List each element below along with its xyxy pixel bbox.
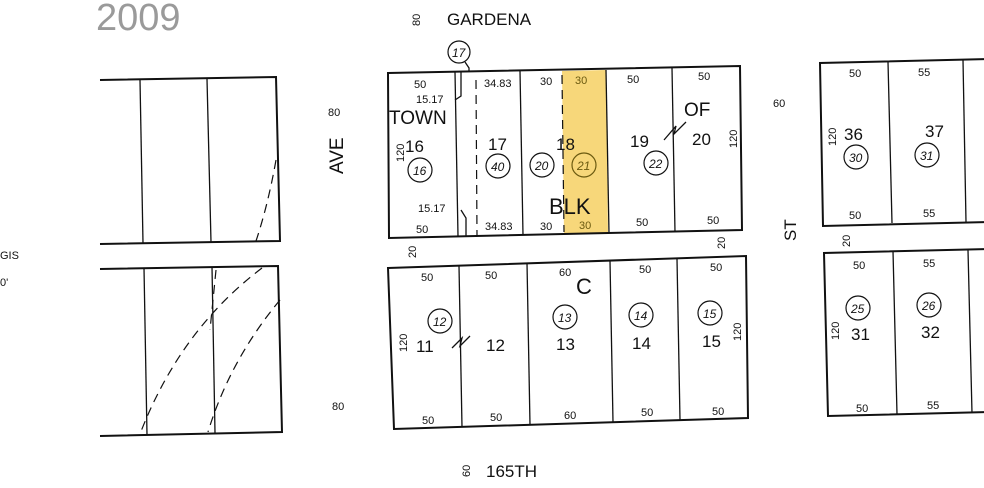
highlighted-parcel-21[interactable] bbox=[562, 70, 608, 234]
width-south: 60 bbox=[461, 465, 473, 477]
lot-number: 13 bbox=[556, 335, 575, 354]
parcel-number: 15 bbox=[703, 307, 717, 321]
right-block-top: 50 50 120 36 30 55 55 37 31 bbox=[818, 58, 984, 228]
lot-number: 19 bbox=[630, 132, 649, 151]
dim-bottom: 50 bbox=[712, 406, 724, 418]
parcel-number: 22 bbox=[648, 157, 663, 171]
dim-bottom: 50 bbox=[416, 224, 428, 236]
parcel-number: 16 bbox=[413, 164, 427, 178]
dim-top: 55 bbox=[923, 258, 935, 270]
lot-number: 18 bbox=[556, 135, 575, 154]
lot-number: 32 bbox=[921, 323, 940, 342]
tract-c: C bbox=[576, 274, 592, 299]
alley-width-right: 20 bbox=[841, 235, 853, 247]
tract-blk: BLK bbox=[549, 194, 591, 219]
parcel-number: 14 bbox=[634, 309, 648, 323]
dim-top: 50 bbox=[485, 270, 497, 282]
lot-number: 16 bbox=[405, 137, 424, 156]
dim-top: 50 bbox=[698, 71, 710, 83]
dim-top: 55 bbox=[918, 67, 930, 79]
parcel-number: 40 bbox=[491, 160, 505, 174]
callout-parcel: 17 bbox=[452, 46, 467, 60]
dim-top: 50 bbox=[639, 264, 651, 276]
lot-number: 11 bbox=[416, 337, 434, 356]
dim-offset: 15.17 bbox=[418, 203, 446, 215]
dim-top: 50 bbox=[414, 79, 426, 91]
parcel-number: 20 bbox=[534, 159, 549, 173]
dim-top: 30 bbox=[575, 75, 587, 87]
dim-bottom: 50 bbox=[856, 403, 868, 415]
dim-depth: 120 bbox=[830, 322, 842, 340]
dim-bottom: 50 bbox=[490, 412, 502, 424]
gis-label: GIS bbox=[0, 250, 19, 262]
dim-top: 50 bbox=[627, 74, 639, 86]
lot-number: 37 bbox=[925, 122, 944, 141]
parcel-number: 12 bbox=[433, 315, 447, 329]
callout-circle bbox=[447, 40, 471, 64]
parcel-number: 25 bbox=[850, 302, 865, 316]
lot-number: 12 bbox=[486, 336, 505, 355]
alley-width-east: 20 bbox=[716, 237, 728, 249]
lot-number: 17 bbox=[488, 135, 507, 154]
dim-top: 34.83 bbox=[484, 78, 512, 90]
dim-depth: 120 bbox=[827, 128, 839, 146]
dim-bottom: 50 bbox=[422, 415, 434, 427]
dim-bottom: 50 bbox=[707, 215, 719, 227]
width-east: 60 bbox=[773, 98, 785, 110]
dim-bottom: 55 bbox=[927, 400, 939, 412]
dim-top: 30 bbox=[540, 76, 552, 88]
tract-town: TOWN bbox=[389, 108, 447, 129]
dim-bottom: 50 bbox=[636, 217, 648, 229]
lot-number: 14 bbox=[632, 334, 651, 353]
dim-depth: 120 bbox=[732, 323, 744, 341]
lot-number: 15 bbox=[702, 332, 721, 351]
dim-top: 50 bbox=[710, 262, 722, 274]
scale-label: 0' bbox=[0, 277, 8, 289]
street-165th: 165TH bbox=[486, 462, 537, 481]
width-west-bottom: 80 bbox=[332, 401, 344, 413]
bottom-block: C 50 50 120 11 12 50 50 12 60 60 13 13 5… bbox=[386, 254, 750, 431]
parcel-number: 21 bbox=[576, 159, 590, 173]
dim-bottom: 50 bbox=[641, 407, 653, 419]
dim-top: 50 bbox=[421, 272, 433, 284]
parcel-number: 26 bbox=[921, 299, 936, 313]
right-block-bottom: 50 50 120 31 25 55 55 32 26 bbox=[822, 248, 984, 418]
alley-width-west: 20 bbox=[407, 246, 419, 258]
street-st: ST bbox=[781, 219, 800, 241]
dim-bottom: 34.83 bbox=[485, 221, 513, 233]
lot-number: 31 bbox=[851, 325, 870, 344]
tract-of: OF bbox=[684, 100, 710, 121]
dim-top: 50 bbox=[849, 68, 861, 80]
width-west-top: 80 bbox=[328, 107, 340, 119]
parcel-number: 13 bbox=[558, 311, 572, 325]
street-gardena: GARDENA bbox=[447, 10, 532, 29]
year-stamp: 2009 bbox=[96, 0, 181, 39]
dim-depth: 120 bbox=[728, 130, 740, 148]
lot-number: 36 bbox=[844, 125, 863, 144]
dim-bottom: 50 bbox=[849, 210, 861, 222]
parcel-number: 31 bbox=[920, 149, 933, 163]
dim-offset: 15.17 bbox=[416, 94, 444, 106]
dim-bottom: 30 bbox=[579, 220, 591, 232]
left-block-top bbox=[99, 75, 282, 245]
top-block: 17 TOWN OF BLK 50 50 15.17 15.17 120 16 … bbox=[386, 40, 744, 240]
left-block-bottom bbox=[99, 264, 284, 437]
parcel-number: 30 bbox=[849, 151, 863, 165]
lot-number: 20 bbox=[692, 130, 711, 149]
street-ave: AVE bbox=[327, 137, 348, 174]
dim-top: 50 bbox=[853, 260, 865, 272]
width-north: 80 bbox=[411, 14, 423, 26]
dim-bottom: 30 bbox=[540, 221, 552, 233]
dim-depth: 120 bbox=[398, 334, 410, 352]
dim-bottom: 60 bbox=[564, 410, 576, 422]
dim-depth: 120 bbox=[395, 144, 407, 162]
dim-top: 60 bbox=[559, 267, 571, 279]
dim-bottom: 55 bbox=[923, 208, 935, 220]
